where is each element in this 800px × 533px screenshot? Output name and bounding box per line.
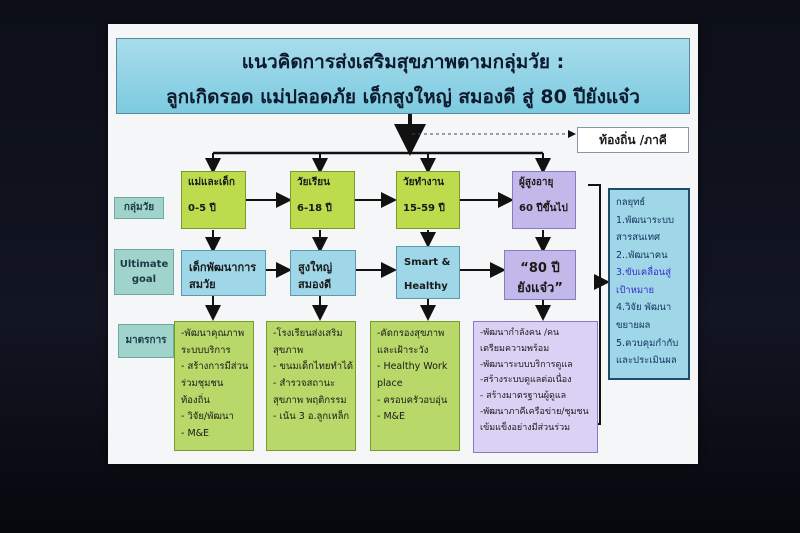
- strategy-item: 4.วิจัย พัฒนา: [616, 302, 672, 314]
- strategy-item: 3.ขับเคลื่อนสู่: [616, 267, 672, 279]
- measure-item: -พัฒนาระบบบริการดูแล: [480, 359, 573, 370]
- row-label-ultimate-goal-line1: Ultimate: [119, 258, 169, 270]
- age-box-range: 60 ปีขึ้นไป: [519, 202, 568, 214]
- measure-item: -พัฒนาคุณภาพ: [181, 328, 245, 339]
- measures-box-elderly: -พัฒนากำลังคน /คน เตรียมความพร้อม -พัฒนา…: [473, 321, 598, 453]
- strategy-item: 2..พัฒนาคน: [616, 249, 668, 261]
- strategy-box: กลยุทธ์ 1.พัฒนาระบบ สารสนเทศ 2..พัฒนาคน …: [608, 188, 690, 380]
- strategy-item: 1.พัฒนาระบบ: [616, 214, 675, 226]
- row-label-measures: มาตรการ: [118, 324, 174, 358]
- goal-line-2: สมวัย: [189, 278, 216, 292]
- goal-box-tall-smart: สูงใหญ่ สมองดี: [290, 250, 356, 296]
- strategy-item: เป้าหมาย: [616, 284, 655, 296]
- strategy-item: ขยายผล: [616, 319, 651, 331]
- measure-item: - เน้น 3 อ.ลูกเหล็ก: [273, 411, 350, 423]
- strategy-item: 5.ควบคุมกำกับ: [616, 337, 679, 349]
- measures-box-working-age: -คัดกรองสุขภาพ และเฝ้าระวัง - Healthy Wo…: [370, 321, 460, 451]
- strategy-header: กลยุทธ์: [616, 197, 646, 208]
- goal-line-1: “80 ปี: [520, 261, 560, 276]
- measures-box-mother-child: -พัฒนาคุณภาพ ระบบบริการ - สร้างการมีส่วน…: [174, 321, 254, 451]
- measures-box-school-age: -โรงเรียนส่งเสริม สุขภาพ - ขนมเด็กไทยทำไ…: [266, 321, 356, 451]
- goal-line-1: สูงใหญ่: [298, 261, 333, 274]
- measure-item: - สร้างการมีส่วน: [181, 361, 249, 373]
- measure-item: -พัฒนากำลังคน /คน: [480, 328, 560, 338]
- measure-item: -โรงเรียนส่งเสริม: [273, 328, 343, 339]
- measure-item: - สำรวจสถานะ: [273, 377, 336, 389]
- age-box-mother-child: แม่และเด็ก 0-5 ปี: [181, 171, 246, 229]
- age-box-range: 0-5 ปี: [188, 202, 216, 214]
- measure-item: สุขภาพ: [273, 344, 304, 356]
- measure-item: - สร้างมาตรฐานผู้ดูแล: [480, 391, 567, 401]
- strategy-item: และประเมินผล: [616, 355, 677, 367]
- measure-item: เข้มแข็งอย่างมีส่วนร่วม: [480, 422, 571, 433]
- measure-item: ท้องถิ่น: [181, 394, 210, 406]
- measure-item: - ครอบครัวอบอุ่น: [377, 394, 448, 406]
- age-box-label: วัยเรียน: [297, 177, 330, 188]
- measure-item: -พัฒนาภาคีเครือข่าย/ชุมชน: [480, 406, 589, 417]
- goal-line-2: สมองดี: [298, 278, 332, 292]
- measure-item: เตรียมความพร้อม: [480, 343, 550, 354]
- diagram-title: แนวคิดการส่งเสริมสุขภาพตามกลุ่มวัย : ลูก…: [116, 38, 690, 114]
- strategy-item: สารสนเทศ: [616, 232, 661, 244]
- age-box-label: วัยทำงาน: [403, 177, 445, 188]
- measure-item: place: [377, 377, 403, 389]
- measure-item: สุขภาพ พฤติกรรม: [273, 394, 347, 406]
- measure-item: - Healthy Work: [377, 361, 448, 373]
- measure-item: - M&E: [181, 427, 210, 439]
- age-box-elderly: ผู้สูงอายุ 60 ปีขึ้นไป: [512, 171, 576, 229]
- measure-item: ร่วมชุมชน: [181, 377, 224, 389]
- measure-item: - ขนมเด็กไทยทำได้: [273, 361, 354, 373]
- goal-line-1: เด็กพัฒนาการ: [189, 261, 257, 274]
- measure-item: และเฝ้าระวัง: [377, 344, 429, 356]
- measure-item: - วิจัย/พัฒนา: [181, 411, 234, 423]
- age-box-working-age: วัยทำงาน 15-59 ปี: [396, 171, 460, 229]
- age-box-label: ผู้สูงอายุ: [519, 177, 554, 188]
- age-box-range: 15-59 ปี: [403, 202, 445, 214]
- age-box-range: 6-18 ปี: [297, 202, 332, 214]
- measure-item: -คัดกรองสุขภาพ: [377, 328, 445, 339]
- goal-line-2: ยังแจ๋ว”: [517, 281, 563, 297]
- local-partners-box: ท้องถิ่น /ภาคี: [577, 127, 689, 153]
- goal-line-1: Smart &: [404, 257, 451, 268]
- slide: แนวคิดการส่งเสริมสุขภาพตามกลุ่มวัย : ลูก…: [108, 24, 698, 464]
- goal-box-80-years: “80 ปี ยังแจ๋ว”: [504, 250, 576, 300]
- row-label-ultimate-goal: Ultimate goal: [114, 249, 174, 295]
- measure-item: - M&E: [377, 411, 406, 423]
- goal-box-child-development: เด็กพัฒนาการ สมวัย: [181, 250, 266, 296]
- age-box-label: แม่และเด็ก: [188, 177, 235, 188]
- title-line-2: ลูกเกิดรอด แม่ปลอดภัย เด็กสูงใหญ่ สมองดี…: [166, 86, 640, 109]
- age-box-school-age: วัยเรียน 6-18 ปี: [290, 171, 355, 229]
- goal-line-2: Healthy: [404, 280, 448, 292]
- row-label-ultimate-goal-line2: goal: [131, 274, 157, 285]
- title-line-1: แนวคิดการส่งเสริมสุขภาพตามกลุ่มวัย :: [241, 51, 565, 73]
- row-label-age-group: กลุ่มวัย: [114, 197, 164, 219]
- measure-item: ระบบบริการ: [181, 344, 231, 356]
- goal-box-smart-healthy: Smart & Healthy: [396, 246, 460, 299]
- measure-item: -สร้างระบบดูแลต่อเนื่อง: [480, 375, 572, 386]
